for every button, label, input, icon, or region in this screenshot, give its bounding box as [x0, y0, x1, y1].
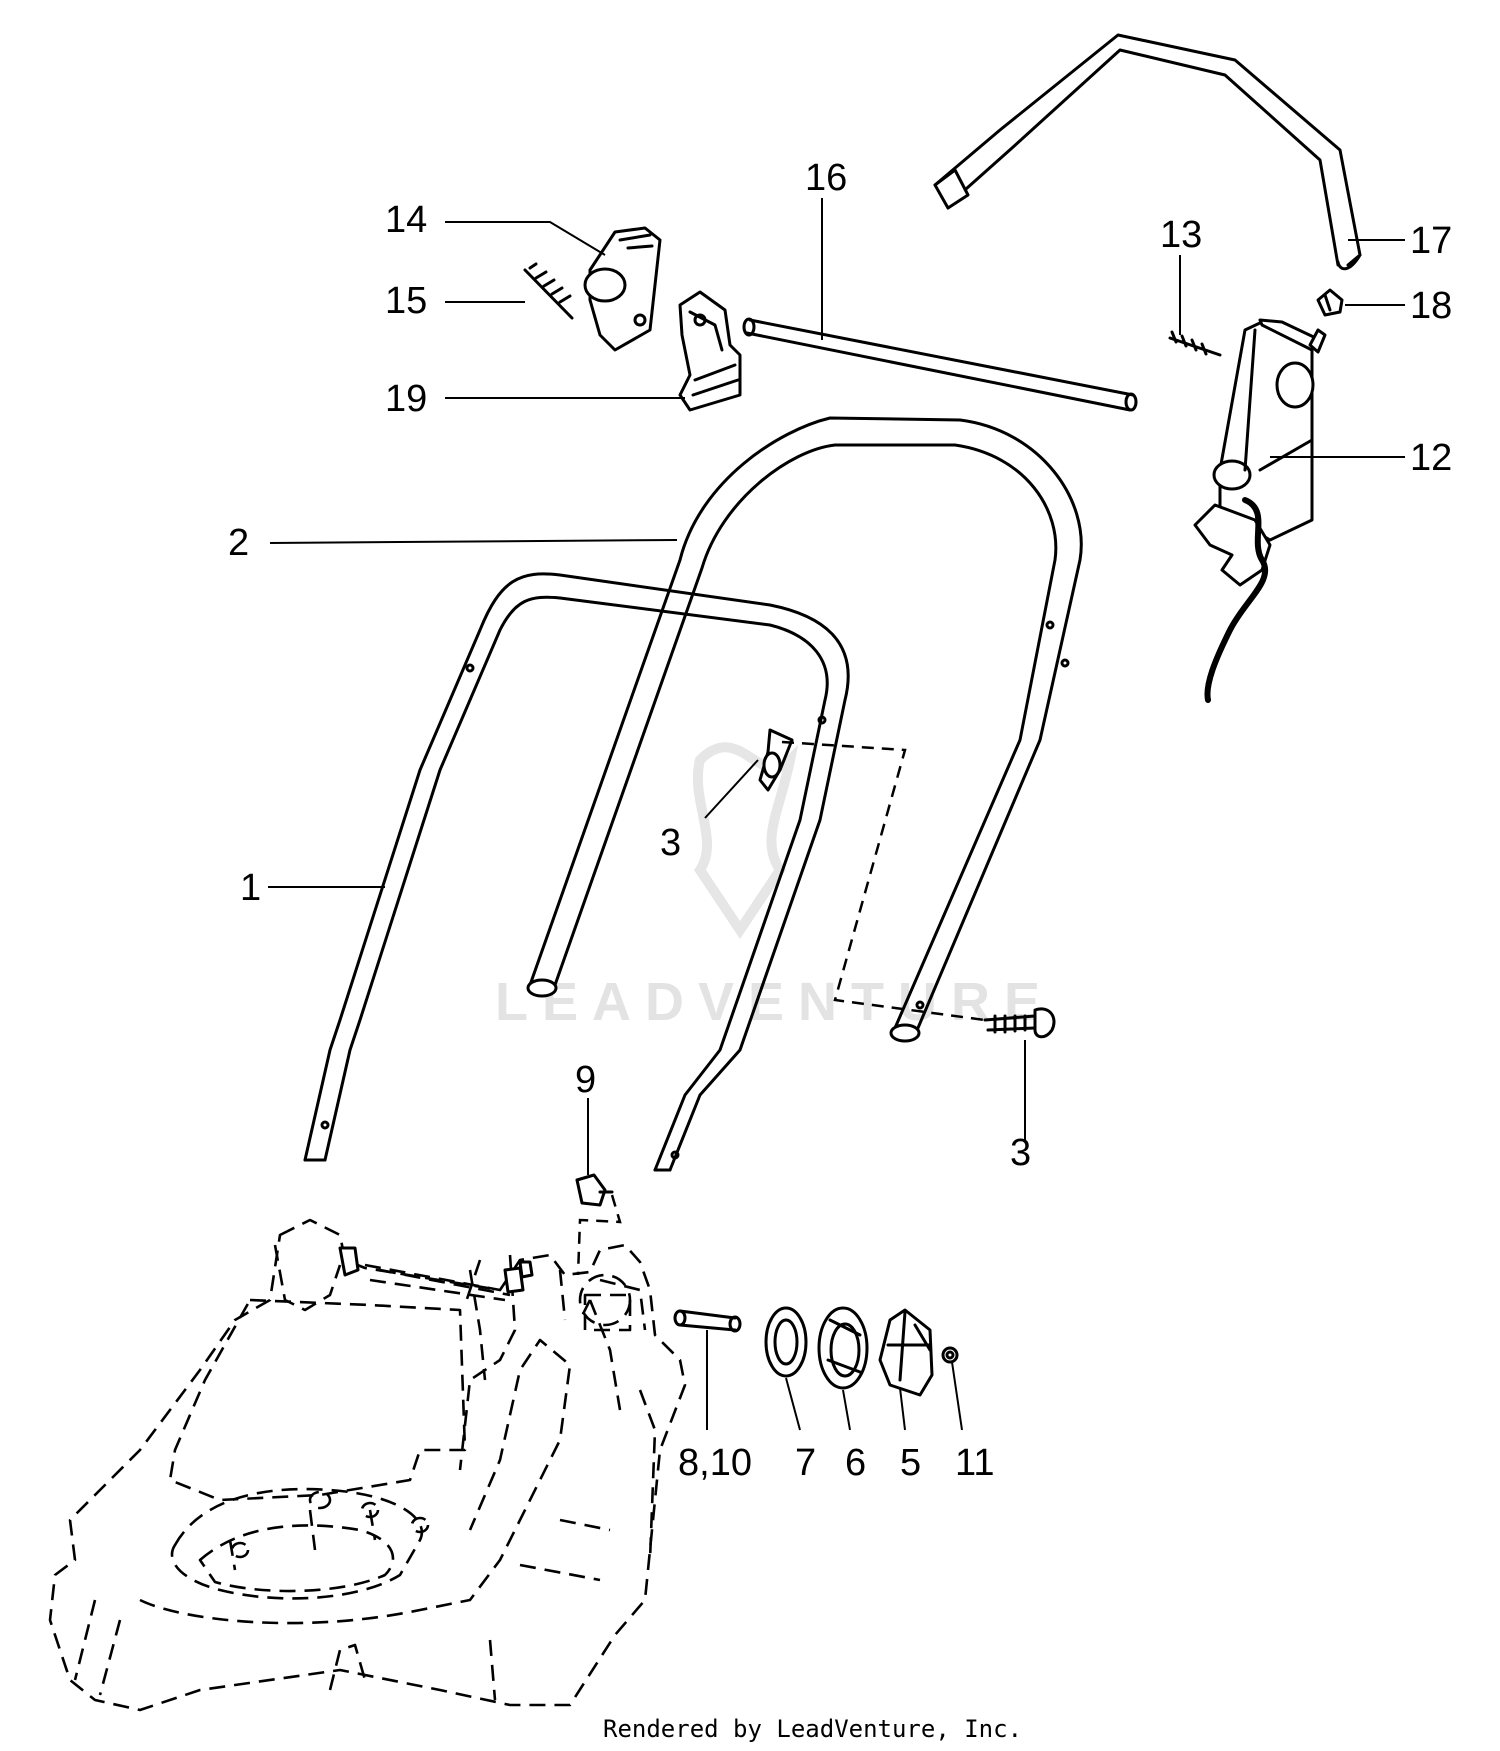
part-3-bolt — [983, 1007, 1056, 1039]
part-3-knob-upper — [758, 728, 794, 792]
part-6-ring — [817, 1306, 869, 1390]
part-15-screw — [523, 262, 574, 320]
render-credit: Rendered by LeadVenture, Inc. — [603, 1715, 1022, 1743]
label-8-10: 8,10 — [678, 1442, 752, 1484]
part-17-bail — [933, 33, 1362, 271]
part-12-switch-housing — [1193, 318, 1327, 703]
label-14: 14 — [385, 199, 427, 241]
label-9: 9 — [575, 1059, 596, 1101]
mower-deck — [48, 1218, 687, 1712]
label-6: 6 — [845, 1442, 866, 1484]
watermark-text: LEADVENTURE — [495, 972, 1054, 1032]
watermark: LEADVENTURE — [495, 742, 1054, 1032]
label-5: 5 — [900, 1442, 921, 1484]
callout-labels: 1 2 3 3 14 15 19 16 13 17 18 12 9 8,10 7… — [228, 157, 1452, 1484]
part-8-10-axle — [673, 1309, 742, 1333]
label-18: 18 — [1410, 285, 1452, 327]
part-1-lower-handle — [303, 572, 850, 1172]
part-18-clip — [1316, 288, 1344, 317]
label-1: 1 — [240, 867, 261, 909]
label-15: 15 — [385, 280, 427, 322]
label-12: 12 — [1410, 437, 1452, 479]
part-11-nut — [941, 1346, 959, 1364]
label-19: 19 — [385, 378, 427, 420]
part-14-bracket — [583, 226, 662, 352]
label-3-upper: 3 — [660, 822, 681, 864]
assembly-line-3 — [781, 740, 986, 1022]
label-13: 13 — [1160, 214, 1202, 256]
part-2-upper-handle — [526, 416, 1083, 1043]
part-9-nut — [575, 1173, 622, 1276]
label-3-lower: 3 — [1010, 1132, 1031, 1174]
leader-lines — [268, 198, 1405, 1431]
part-7-gear — [764, 1306, 808, 1378]
label-16: 16 — [805, 157, 847, 199]
label-17: 17 — [1410, 220, 1452, 262]
part-13-screw — [1168, 330, 1222, 357]
part-19-latch — [678, 290, 742, 412]
label-7: 7 — [795, 1442, 816, 1484]
label-2: 2 — [228, 522, 249, 564]
label-11: 11 — [955, 1442, 994, 1484]
part-5-cap — [878, 1308, 934, 1397]
part-16-rod — [742, 317, 1138, 412]
